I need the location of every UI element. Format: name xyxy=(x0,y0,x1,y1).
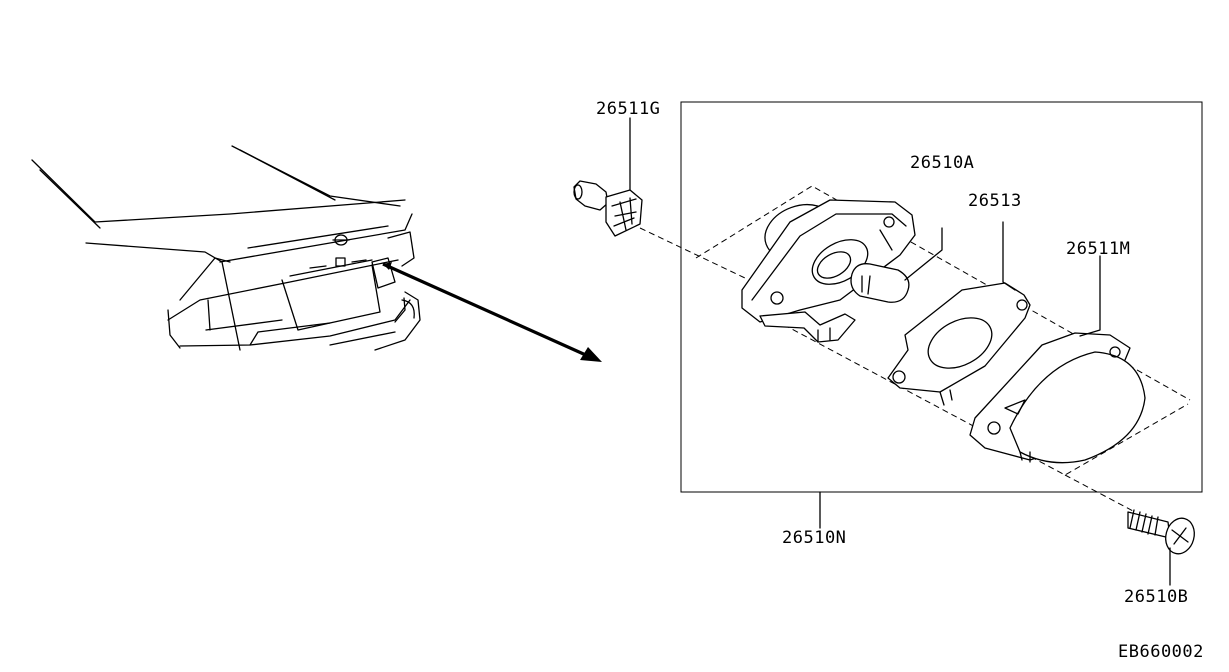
callout-26511g: 26511G xyxy=(596,99,660,119)
bulb-26510a xyxy=(850,227,943,303)
assembly-axis-lines xyxy=(639,185,1191,513)
callout-26510n: 26510N xyxy=(782,528,846,548)
callout-26511m: 26511M xyxy=(1066,239,1130,259)
direction-arrow xyxy=(382,262,602,362)
socket-26511g xyxy=(573,180,643,237)
screw-26510b xyxy=(1127,509,1195,586)
gasket-26513 xyxy=(887,221,1031,406)
car-rear-illustration xyxy=(31,145,421,351)
diagram-reference-code: EB660002 xyxy=(1118,642,1204,662)
callout-26510a: 26510A xyxy=(910,153,974,173)
lens-26511m xyxy=(969,255,1146,464)
callout-26513: 26513 xyxy=(968,191,1022,211)
callout-26510b: 26510B xyxy=(1124,587,1188,607)
assembly-frame xyxy=(680,101,1203,493)
